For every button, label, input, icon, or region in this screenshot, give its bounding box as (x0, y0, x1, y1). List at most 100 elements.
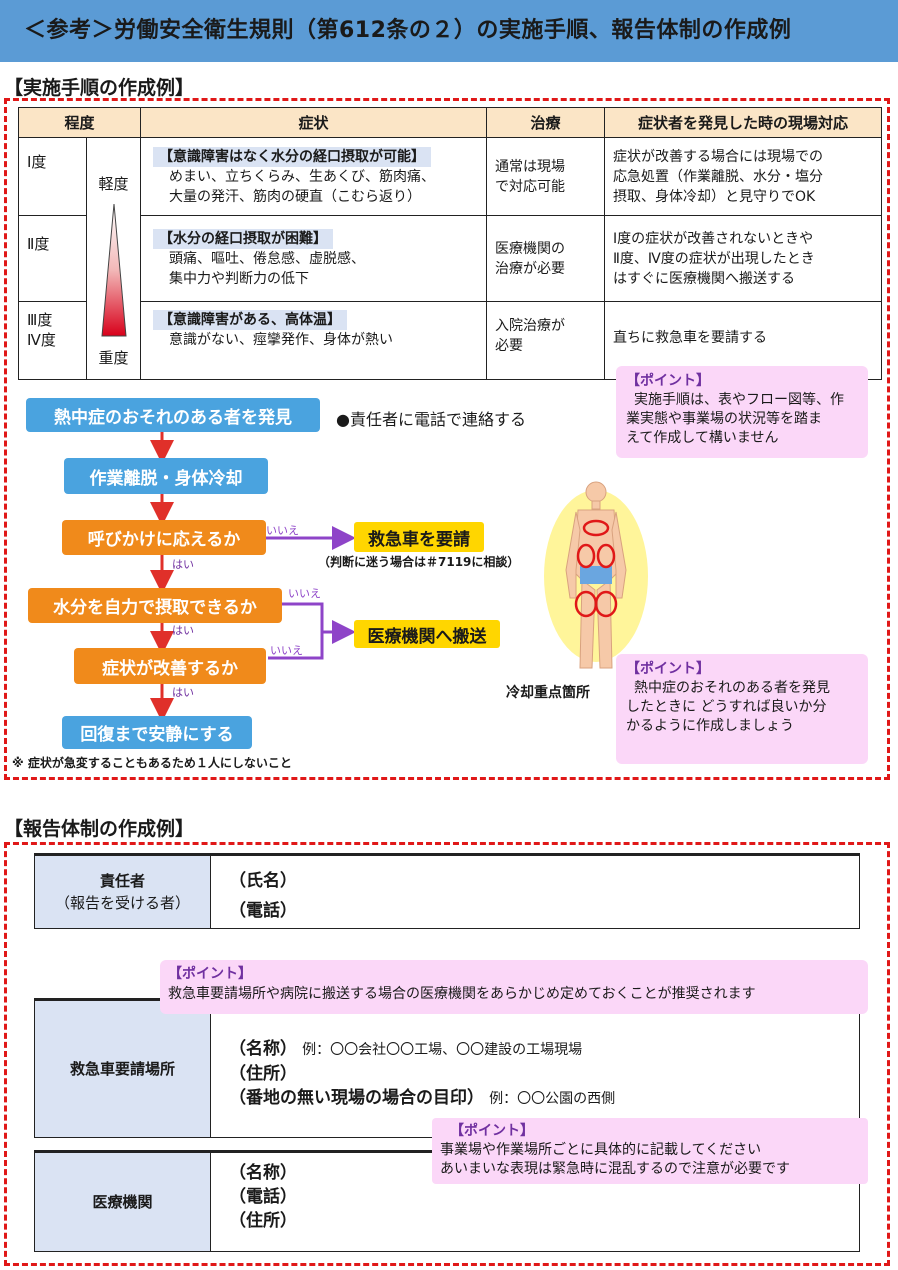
responsible-title: 責任者 (99, 872, 145, 890)
symptom-cell: 【意識障害がある、高体温】 意識がない、痙攣発作、身体が熱い (140, 301, 487, 380)
point-title: 【ポイント】 (626, 373, 710, 389)
name-field-label: （名称） (229, 1163, 297, 1183)
landmark-field-label: （番地の無い現場の場合の目印） (229, 1088, 484, 1108)
ambulance-place-label: 救急車要請場所 (35, 1001, 211, 1137)
flow-discover: 熱中症のおそれのある者を発見 (26, 398, 320, 432)
symptom-line: 大量の発汗、筋肉の硬直（こむら返り） (169, 188, 421, 205)
severity-gradient-icon (101, 203, 127, 337)
response-cell: 症状が改善する場合には現場での 応急処置（作業離脱、水分・塩分 摂取、身体冷却）… (604, 137, 882, 216)
table-row: Ⅱ度 【水分の経口摂取が困難】 頭痛、嘔吐、倦怠感、虚脱感、 集中力や判断力の低… (18, 215, 882, 302)
symptom-cell: 【意識障害はなく水分の経口摂取が可能】 めまい、立ちくらみ、生あくび、筋肉痛、 … (140, 137, 487, 216)
cooling-label: 冷却重点箇所 (506, 685, 590, 701)
header-response: 症状者を発見した時の現場対応 (604, 107, 882, 138)
treatment-cell: 医療機関の 治療が必要 (486, 215, 605, 302)
no-label: いいえ (288, 587, 321, 600)
symptom-heading: 【意識障害はなく水分の経口摂取が可能】 (153, 146, 431, 167)
response-line: 応急処置（作業離脱、水分・塩分 (613, 168, 823, 185)
example-text: 例：〇〇公園の西側 (489, 1091, 616, 1107)
flow-cool: 作業離脱・身体冷却 (64, 458, 268, 494)
medical-box: 医療機関 （名称） （電話） （住所） (34, 1150, 860, 1252)
point-line: したときに どうすれば良いか分 (626, 699, 827, 715)
scale-light-label: 軽度 (98, 175, 129, 193)
no-label: いいえ (266, 524, 299, 537)
right-arrow-icon (266, 526, 356, 660)
severity-table: 程度 症状 治療 症状者を発見した時の現場対応 Ⅰ度 軽度 重度 【意識障害はな… (18, 107, 882, 380)
point-line: 熱中症のおそれのある者を発見 (634, 680, 830, 696)
point-note-procedure: 【ポイント】 実施手順は、表やフロー図等、作 業実態や事業場の状況等を踏ま えて… (616, 366, 868, 458)
response-line: Ⅰ度の症状が改善されないときや (613, 230, 814, 247)
procedure-frame (4, 98, 890, 780)
flow-connectors (150, 432, 356, 722)
responsible-fields: （氏名） （電話） (229, 866, 297, 926)
ambulance-place-box: 救急車要請場所 （名称） 例：〇〇会社〇〇工場、〇〇建設の工場現場 （住所） （… (34, 998, 860, 1138)
point-note-report: 【ポイント】 救急車要請場所や病院に搬送する場合の医療機関をあらかじめ定めておく… (160, 960, 868, 1014)
no-label: いいえ (270, 644, 303, 657)
flow-call-note: ●責任者に電話で連絡する (336, 410, 526, 429)
treatment-line: 治療が必要 (495, 260, 565, 277)
page-title: ＜参考＞労働安全衛生規則（第612条の２）の実施手順、報告体制の作成例 (24, 18, 792, 43)
point-line: 救急車要請場所や病院に搬送する場合の医療機関をあらかじめ定めておくことが推奨され… (168, 986, 756, 1002)
medical-label: 医療機関 (35, 1153, 211, 1251)
flow-rest: 回復まで安静にする (62, 716, 252, 749)
point-note-flow: 【ポイント】 熱中症のおそれのある者を発見 したときに どうすれば良いか分 かる… (616, 654, 868, 764)
yes-label: はい (172, 624, 194, 637)
treatment-line: 必要 (495, 338, 523, 354)
grade-line: Ⅲ度 (27, 311, 53, 329)
symptom-cell: 【水分の経口摂取が困難】 頭痛、嘔吐、倦怠感、虚脱感、 集中力や判断力の低下 (140, 215, 487, 302)
flow-footnote: ※ 症状が急変することもあるため１人にしないこと (12, 756, 292, 770)
grade-line: Ⅳ度 (27, 331, 56, 349)
point-line: 実施手順は、表やフロー図等、作 (634, 392, 844, 408)
symptom-line: 集中力や判断力の低下 (169, 270, 309, 287)
phone-field-label: （電話） (229, 1187, 297, 1207)
response-line: はすぐに医療機関へ搬送する (613, 270, 795, 287)
responsible-sub: （報告を受ける者） (54, 894, 190, 912)
address-field-label: （住所） (229, 1064, 297, 1084)
response-line: 直ちに救急車を要請する (613, 330, 767, 346)
address-field-label: （住所） (229, 1211, 297, 1231)
treatment-line: 医療機関の (495, 240, 565, 257)
flow-q1: 呼びかけに応えるか (62, 520, 266, 555)
symptom-line: 頭痛、嘔吐、倦怠感、虚脱感、 (169, 250, 365, 267)
treatment-line: 入院治療が (495, 318, 565, 334)
medical-fields: （名称） （電話） （住所） (229, 1161, 297, 1233)
table-row: Ⅰ度 軽度 重度 【意識障害はなく水分の経口摂取が可能】 めまい、立ちくらみ、生… (18, 137, 882, 380)
symptom-line: 意識がない、痙攣発作、身体が熱い (169, 332, 393, 348)
point-line: かるように作成しましょう (626, 718, 794, 734)
severity-scale: 軽度 重度 (86, 137, 141, 380)
body-figure-icon (544, 481, 648, 669)
point-line: 業実態や事業場の状況等を踏ま (626, 411, 822, 427)
point-title: 【ポイント】 (626, 661, 710, 677)
point-title: 【ポイント】 (450, 1123, 534, 1139)
flow-q3: 症状が改善するか (74, 648, 266, 684)
point-title: 【ポイント】 (168, 966, 252, 982)
point-note-specific: 【ポイント】 事業場や作業場所ごとに具体的に記載してください あいまいな表現は緊… (432, 1118, 868, 1184)
responsible-label: 責任者 （報告を受ける者） (35, 856, 211, 928)
flow-hospital: 医療機関へ搬送 (354, 620, 500, 648)
grade-cell: Ⅰ度 (18, 137, 87, 216)
response-line: Ⅱ度、Ⅳ度の症状が出現したとき (613, 250, 815, 267)
response-line: 症状が改善する場合には現場での (613, 148, 823, 165)
symptom-heading: 【水分の経口摂取が困難】 (153, 228, 333, 249)
name-field-label: （氏名） (229, 871, 297, 891)
response-line: 摂取、身体冷却）と見守りでOK (613, 188, 816, 205)
point-line: あいまいな表現は緊急時に混乱するので注意が必要です (440, 1161, 790, 1177)
yes-label: はい (172, 686, 194, 699)
page-header: ＜参考＞労働安全衛生規則（第612条の２）の実施手順、報告体制の作成例 (0, 0, 898, 62)
yes-label: はい (172, 558, 194, 571)
header-treatment: 治療 (486, 107, 605, 138)
treatment-line: 通常は現場 (495, 158, 565, 175)
grade-cell: Ⅱ度 (18, 215, 87, 302)
ambulance-place-fields: （名称） 例：〇〇会社〇〇工場、〇〇建設の工場現場 （住所） （番地の無い現場の… (229, 1037, 615, 1111)
procedure-heading: 【実施手順の作成例】 (4, 77, 195, 99)
responsible-box: 責任者 （報告を受ける者） （氏名） （電話） (34, 853, 860, 929)
response-cell: Ⅰ度の症状が改善されないときや Ⅱ度、Ⅳ度の症状が出現したとき はすぐに医療機関… (604, 215, 882, 302)
flow-q2: 水分を自力で摂取できるか (28, 588, 282, 623)
symptom-line: めまい、立ちくらみ、生あくび、筋肉痛、 (169, 168, 435, 185)
symptom-heading: 【意識障害がある、高体温】 (153, 310, 347, 330)
report-heading: 【報告体制の作成例】 (4, 818, 195, 840)
treatment-cell: 入院治療が 必要 (486, 301, 605, 380)
name-field-label: （名称） (229, 1039, 297, 1059)
report-frame (4, 842, 890, 1266)
point-line: えて作成して構いません (626, 430, 779, 446)
treatment-line: で対応可能 (495, 178, 565, 195)
